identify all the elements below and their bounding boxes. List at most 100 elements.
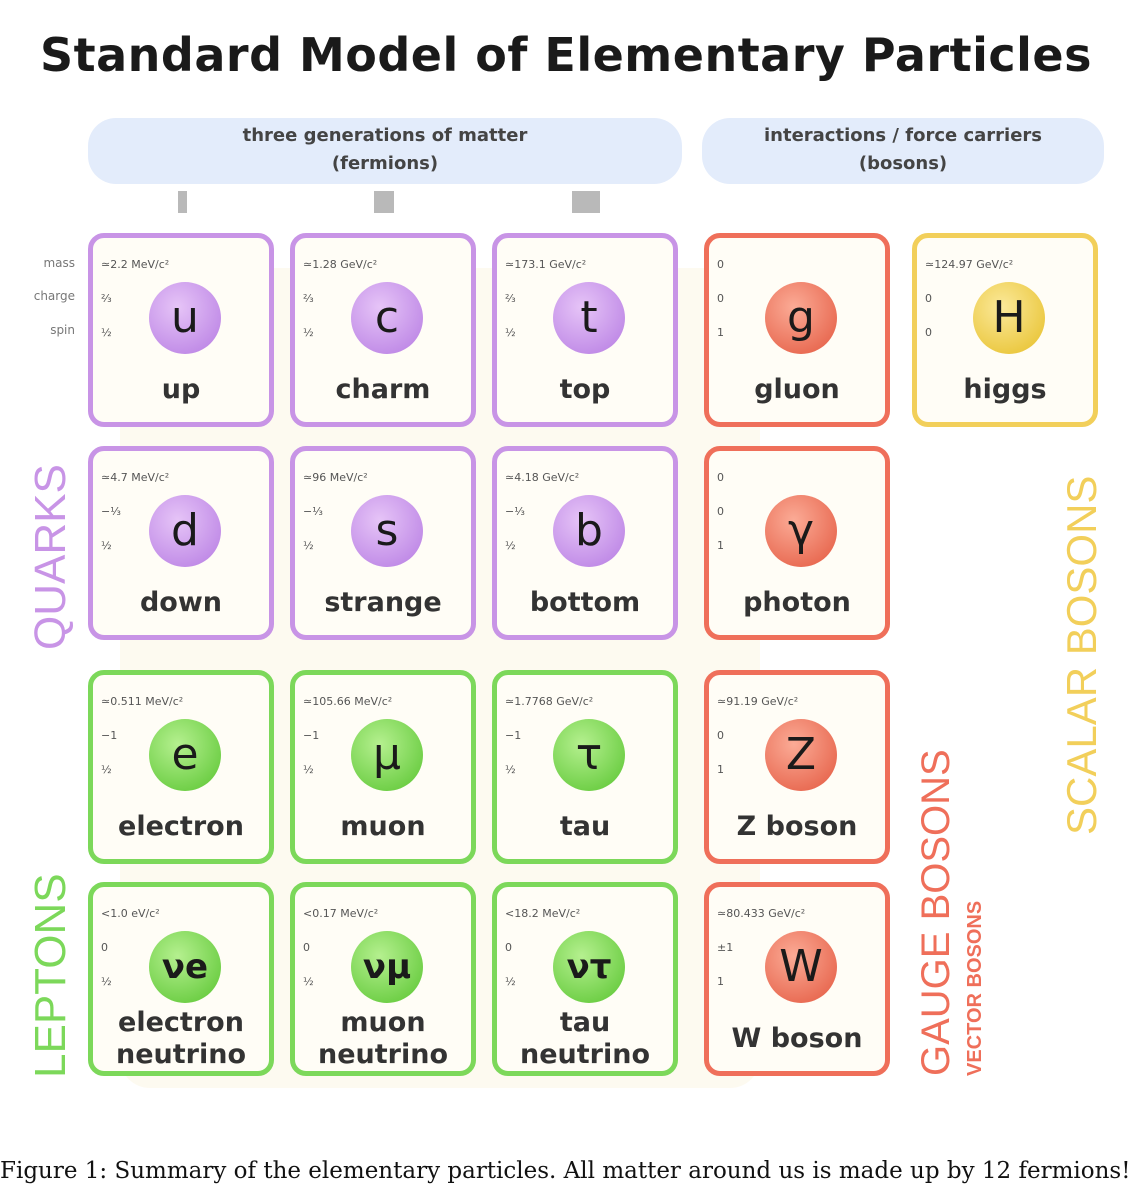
particle-properties: <0.17 MeV/c² 0 ½	[303, 897, 378, 999]
particle-mass: <0.17 MeV/c²	[303, 907, 379, 920]
particle-charge: ⅔	[303, 292, 314, 305]
particle-spin: ½	[101, 539, 112, 552]
particle-charge: −1	[101, 729, 118, 742]
particle-spin: ½	[101, 326, 112, 339]
particle-name: electron	[118, 811, 244, 842]
particle-spin: ½	[101, 975, 112, 988]
generation-marker-iii	[572, 191, 600, 213]
particle-spin: ½	[303, 539, 314, 552]
particle-symbol: u	[149, 282, 221, 354]
fermions-header: three generations of matter (fermions)	[88, 118, 682, 184]
particle-spin: 1	[717, 763, 724, 776]
particle-spin: ½	[303, 763, 314, 776]
particle-charge: ⅔	[101, 292, 112, 305]
particle-mass: ≃91.19 GeV/c²	[717, 695, 799, 708]
particle-name: charm	[335, 374, 431, 405]
row-label-spin: spin	[50, 323, 75, 337]
particle-charge: ±1	[717, 941, 734, 954]
particle-charge: 0	[717, 292, 724, 305]
particle-name: strange	[324, 587, 442, 618]
particle-spin: ½	[303, 975, 314, 988]
particle-spin: ½	[101, 763, 112, 776]
particle-mass: ≃1.7768 GeV/c²	[505, 695, 594, 708]
particle-charge: 0	[925, 292, 932, 305]
particle-spin: ½	[505, 763, 516, 776]
particle-symbol: Z	[765, 719, 837, 791]
vector-bosons-label: VECTOR BOSONS	[964, 900, 986, 1076]
particle-card-tau: ≃1.7768 GeV/c² −1 ½ τ tau	[492, 670, 678, 864]
bosons-header-line1: interactions / force carriers	[763, 125, 1043, 146]
particle-mass: ≃124.97 GeV/c²	[925, 258, 1014, 271]
particle-name: tau	[559, 811, 611, 842]
particle-name: gluon	[754, 374, 840, 405]
particle-mass: ≃96 MeV/c²	[303, 471, 368, 484]
generation-marker-i	[178, 191, 187, 213]
particle-charge: 0	[303, 941, 310, 954]
particle-charge: −1	[505, 729, 522, 742]
particle-charge: −⅓	[303, 505, 323, 518]
fermions-header-line1: three generations of matter	[242, 125, 528, 146]
particle-charge: −1	[303, 729, 320, 742]
particle-card-gluon: 0 0 1 g gluon	[704, 233, 890, 427]
particle-mass: ≃4.18 GeV/c²	[505, 471, 580, 484]
particle-properties: ≃96 MeV/c² −⅓ ½	[303, 461, 368, 563]
gauge-bosons-label: GAUGE BOSONS	[914, 749, 958, 1076]
particle-spin: 1	[717, 326, 724, 339]
row-label-mass: mass	[43, 256, 75, 270]
particle-symbol: W	[765, 931, 837, 1003]
particle-symbol: τ	[553, 719, 625, 791]
row-label-charge: charge	[33, 289, 75, 303]
particle-symbol: t	[553, 282, 625, 354]
particle-symbol: d	[149, 495, 221, 567]
quarks-label: QUARKS	[26, 464, 75, 650]
particle-mass: <1.0 eV/c²	[101, 907, 160, 920]
particle-name: bottom	[529, 587, 641, 618]
particle-symbol: H	[973, 282, 1045, 354]
particle-symbol: μ	[351, 719, 423, 791]
particle-name: higgs	[963, 374, 1047, 405]
particle-charge: 0	[505, 941, 512, 954]
bosons-header-line2: (bosons)	[858, 153, 948, 174]
particle-mass: ≃0.511 MeV/c²	[101, 695, 184, 708]
particle-symbol: γ	[765, 495, 837, 567]
particle-spin: ½	[303, 326, 314, 339]
bosons-header: interactions / force carriers (bosons)	[702, 118, 1104, 184]
particle-symbol: νe	[149, 931, 221, 1003]
particle-name: electron neutrino	[115, 1007, 246, 1070]
particle-charge: ⅔	[505, 292, 516, 305]
particle-charge: −⅓	[505, 505, 525, 518]
scalar-bosons-label: SCALAR BOSONS	[1058, 475, 1105, 835]
particle-properties: ≃1.7768 GeV/c² −1 ½	[505, 685, 593, 787]
particle-properties: ≃0.511 MeV/c² −1 ½	[101, 685, 183, 787]
particle-name: muon	[340, 811, 426, 842]
particle-symbol: g	[765, 282, 837, 354]
particle-spin: ½	[505, 326, 516, 339]
particle-spin: 1	[717, 975, 724, 988]
particle-symbol: c	[351, 282, 423, 354]
particle-mass: 0	[717, 471, 724, 484]
leptons-label: LEPTONS	[26, 873, 75, 1078]
figure-caption: Figure 1: Summary of the elementary part…	[0, 1158, 1131, 1184]
particle-mass: 0	[717, 258, 724, 271]
generation-marker-ii	[374, 191, 394, 213]
particle-mass: ≃2.2 MeV/c²	[101, 258, 170, 271]
